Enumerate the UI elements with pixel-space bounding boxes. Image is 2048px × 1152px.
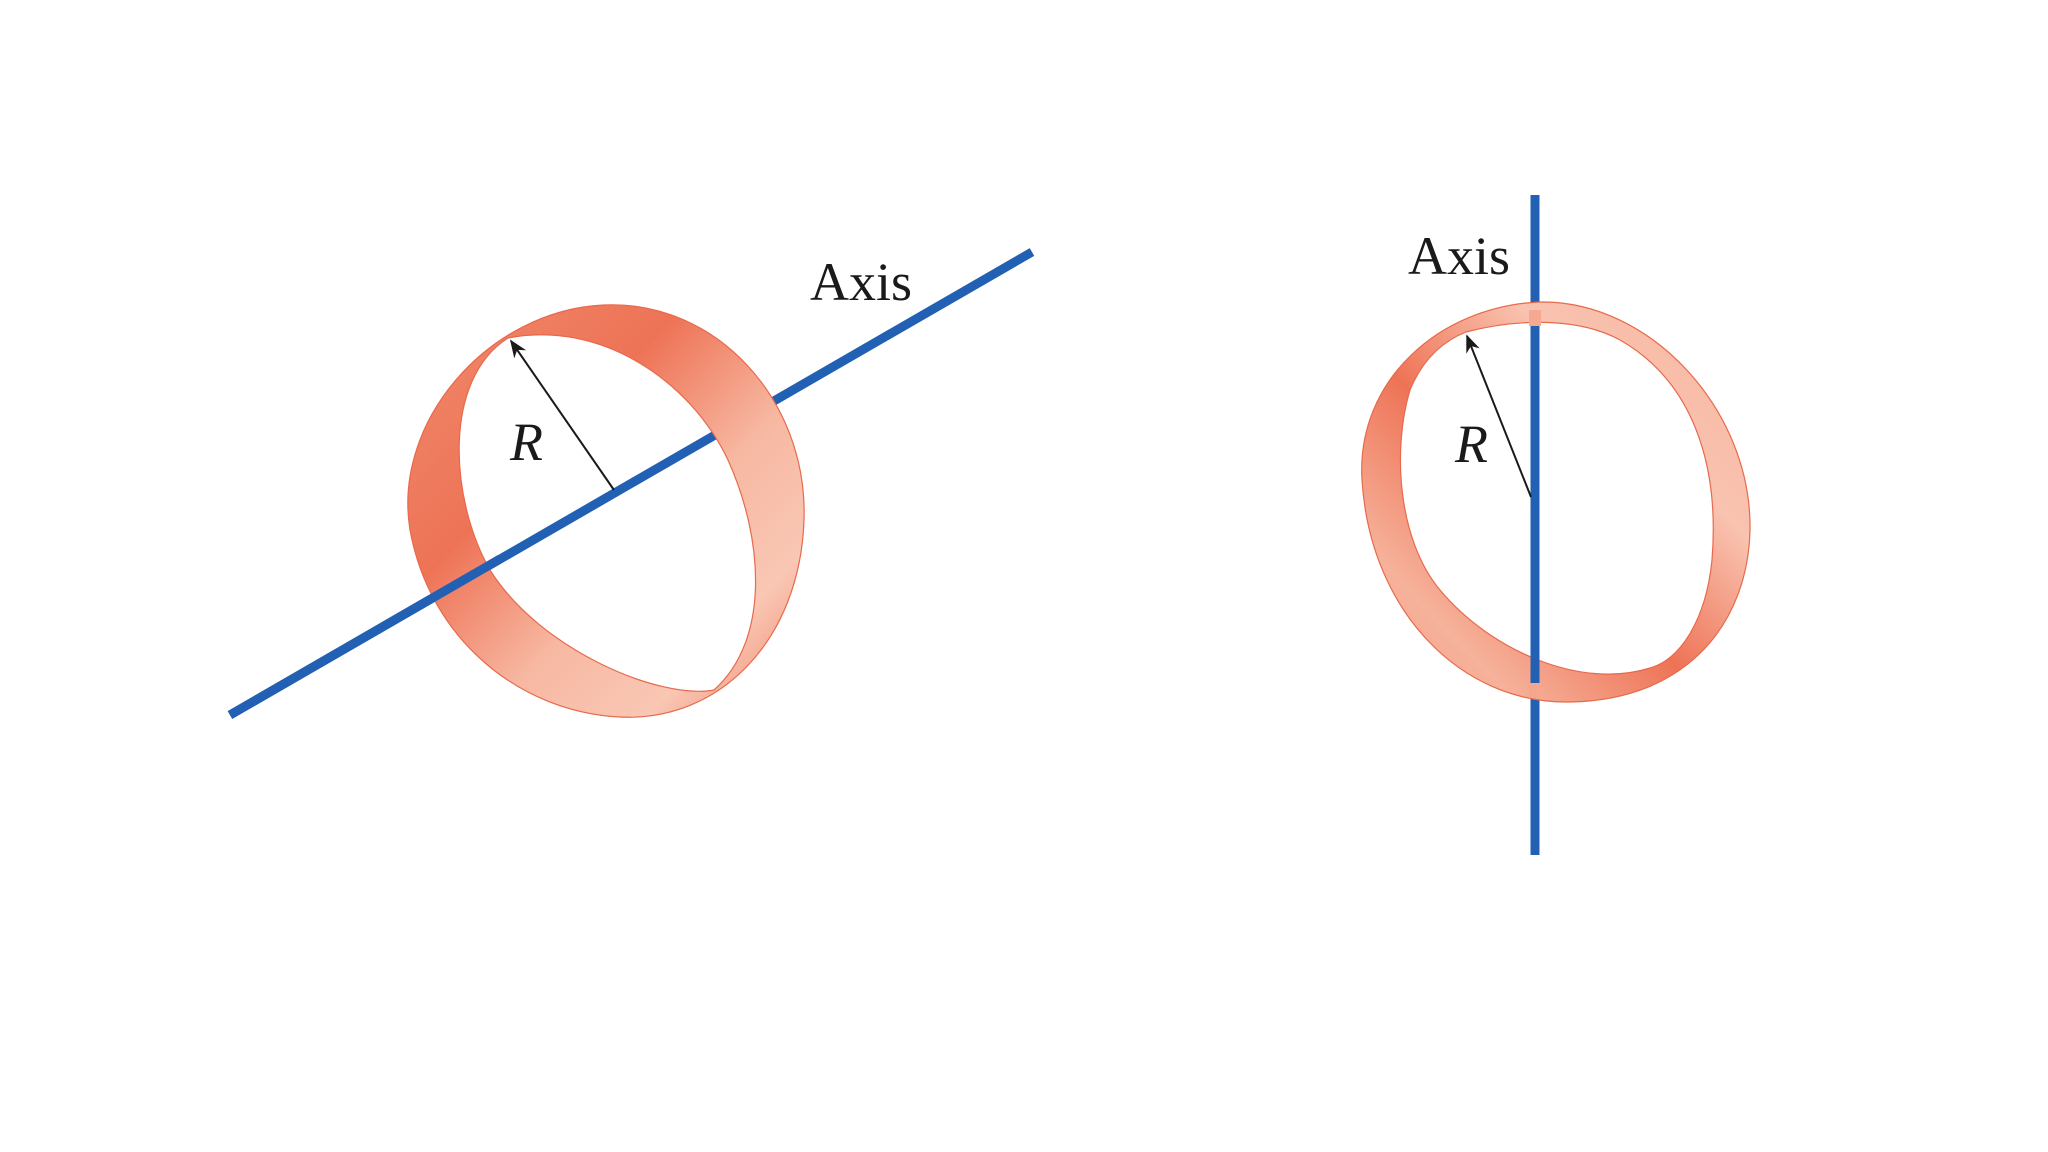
right-panel: Axis R bbox=[1361, 195, 1751, 855]
left-radius-label: R bbox=[509, 412, 543, 472]
right-ring bbox=[1361, 301, 1751, 703]
left-axis-front-segment bbox=[227, 555, 503, 719]
left-panel: Axis R bbox=[227, 248, 1035, 719]
left-radius-arrow bbox=[509, 339, 615, 491]
right-ring-top-front bbox=[1529, 310, 1541, 326]
right-radius-label: R bbox=[1454, 414, 1488, 474]
right-axis-label: Axis bbox=[1408, 226, 1510, 286]
right-ring-bottom-front bbox=[1529, 683, 1541, 698]
right-radius-arrow bbox=[1466, 334, 1532, 498]
left-axis-label: Axis bbox=[810, 252, 912, 312]
left-ring bbox=[407, 304, 805, 718]
